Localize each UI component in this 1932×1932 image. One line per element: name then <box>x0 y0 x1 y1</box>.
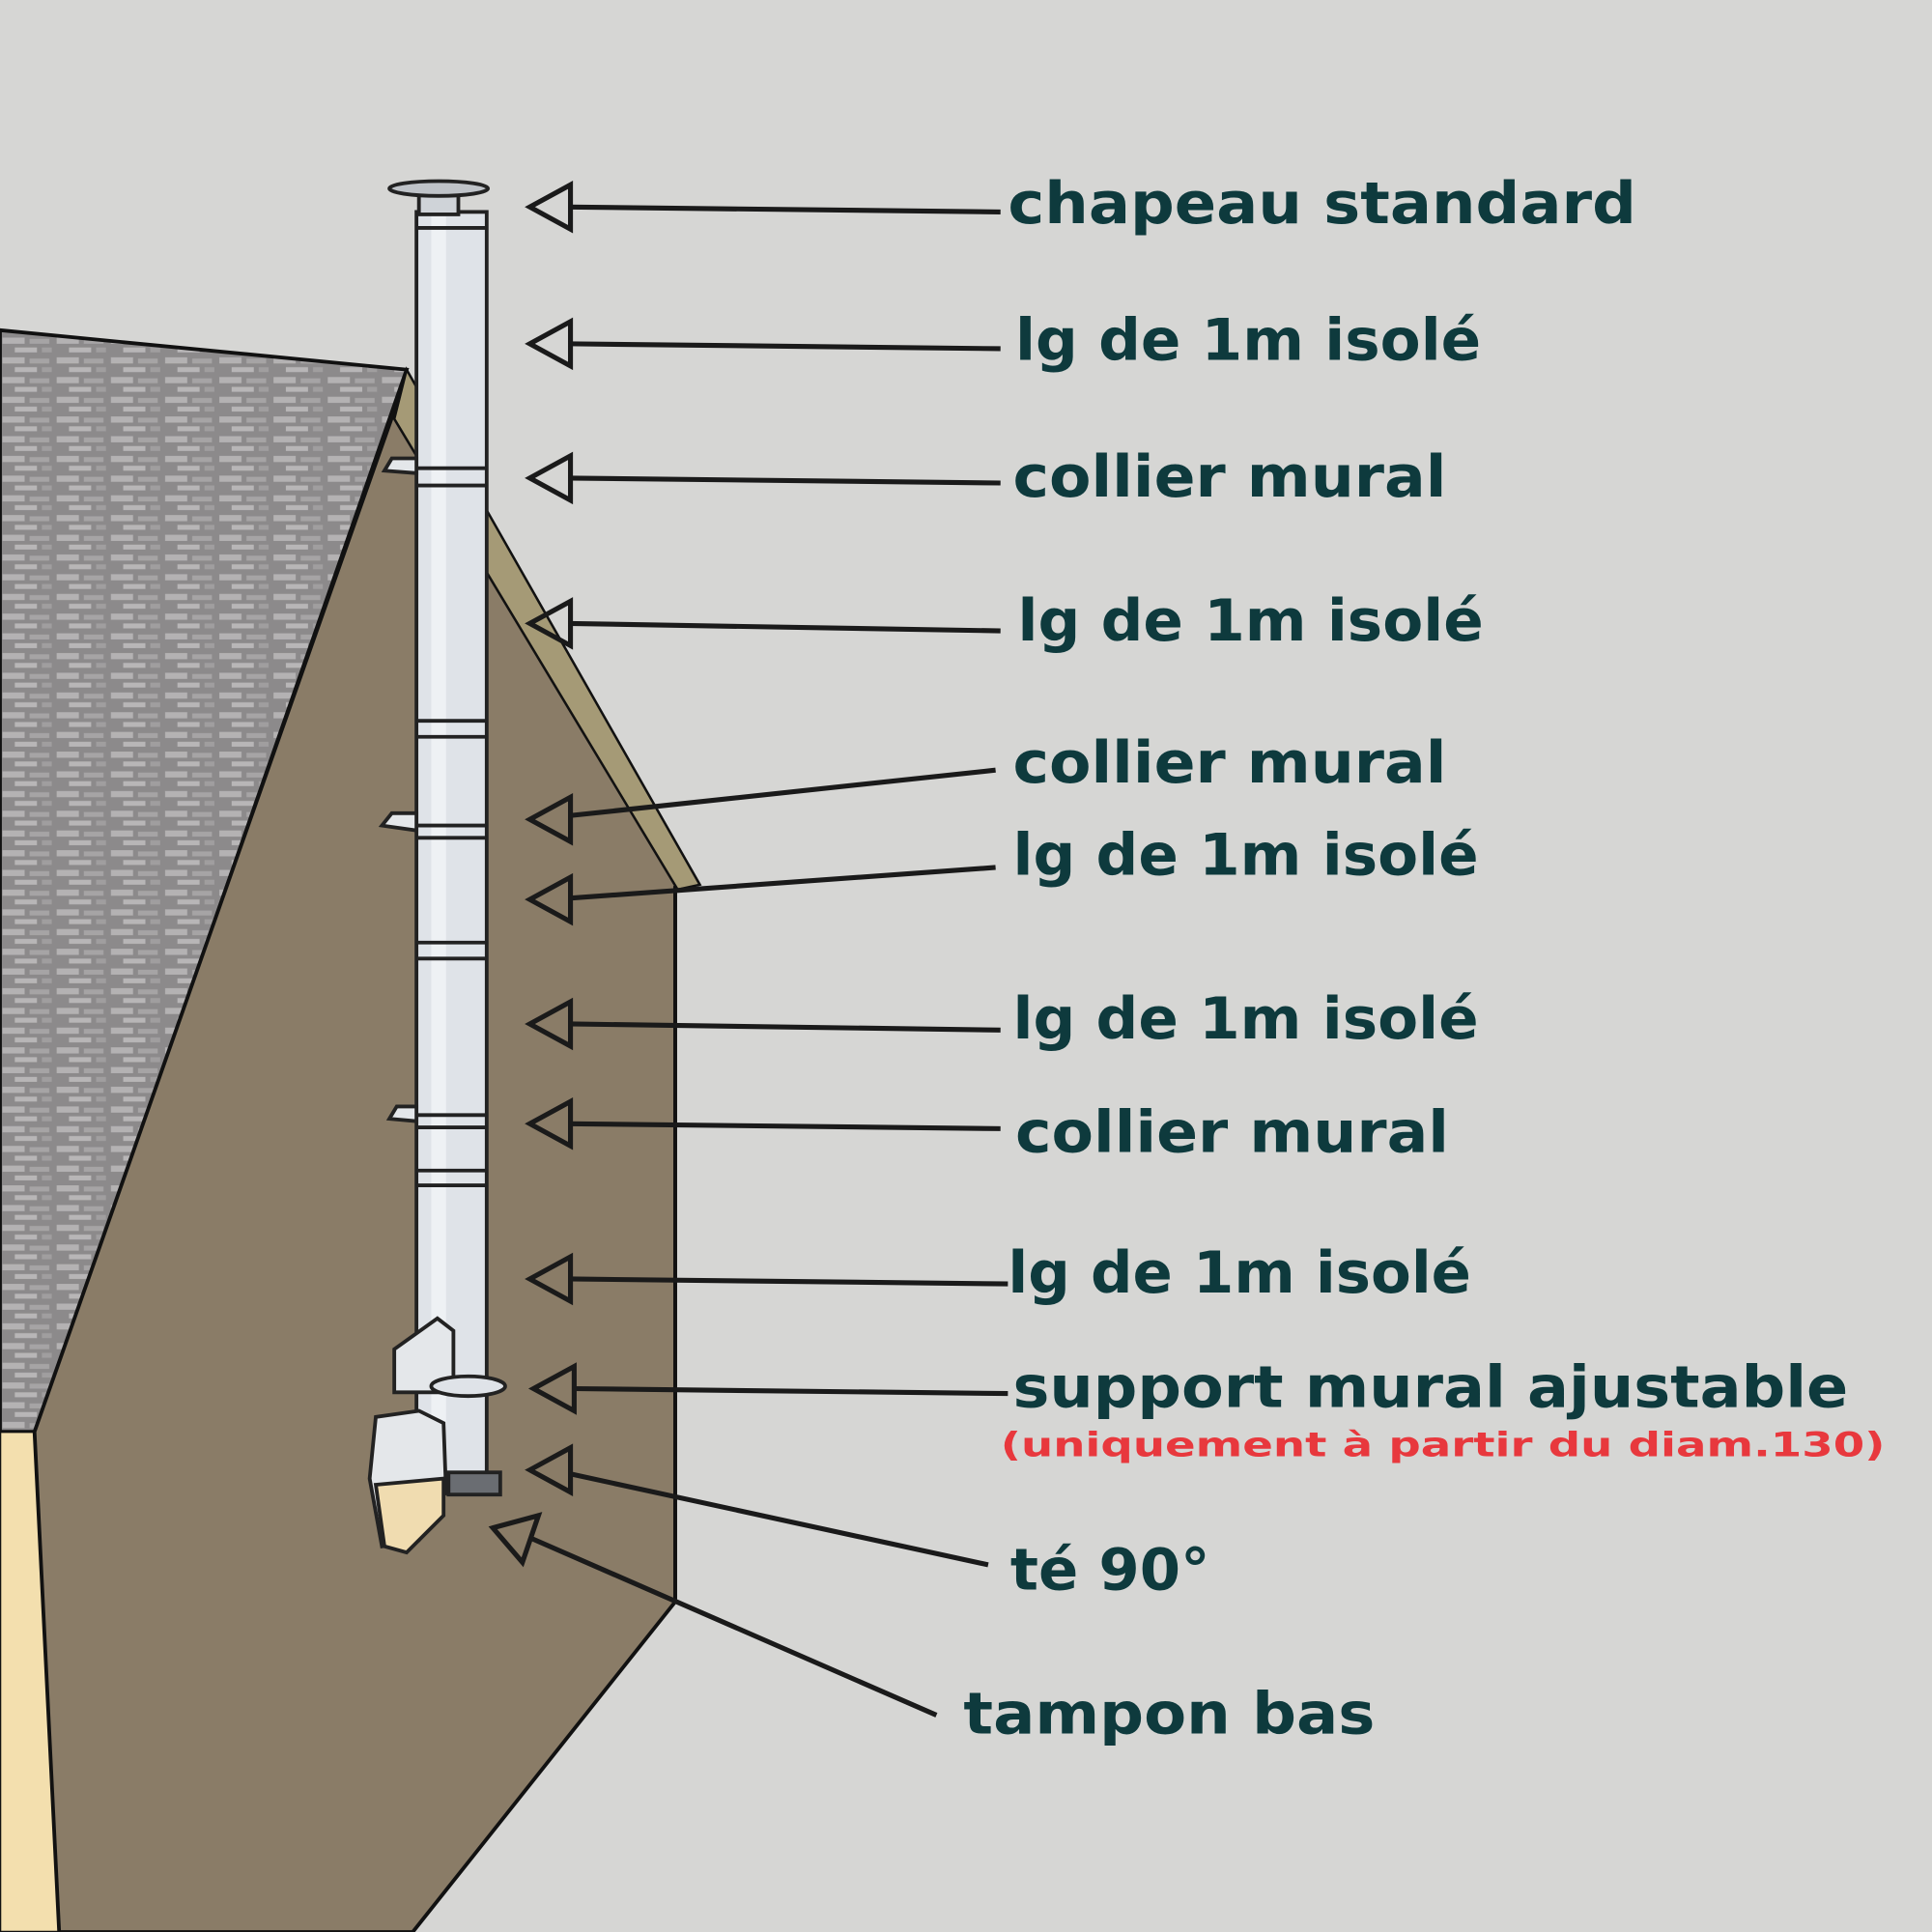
label-te-90: té 90° <box>1010 1536 1210 1604</box>
arrow-collier-1 <box>525 451 1001 505</box>
wall-support-and-tee <box>367 1316 507 1555</box>
label-support-mural-ajustable: support mural ajustable <box>1012 1354 1848 1422</box>
label-chapeau-standard: chapeau standard <box>1008 170 1636 238</box>
label-longueur-isolee: lg de 1m isolé <box>1018 587 1484 655</box>
arrow-tampon <box>488 1512 938 1718</box>
label-collier-mural: collier mural <box>1015 1099 1449 1167</box>
arrow-support <box>527 1362 1009 1415</box>
note-diameter-condition: (uniquement à partir du diam.130) <box>1001 1427 1886 1465</box>
label-collier-mural: collier mural <box>1012 729 1446 797</box>
arrow-collier-3 <box>525 1097 1001 1151</box>
callout-arrows <box>488 181 1009 1718</box>
arrow-chapeau <box>525 181 1001 234</box>
arrow-longueur-2 <box>525 597 1001 650</box>
arrow-te <box>525 1443 989 1568</box>
label-longueur-isolee: lg de 1m isolé <box>1012 822 1478 890</box>
label-tampon-bas: tampon bas <box>963 1681 1375 1748</box>
label-longueur-isolee: lg de 1m isolé <box>1015 306 1481 374</box>
label-longueur-isolee: lg de 1m isolé <box>1012 985 1478 1053</box>
arrow-longueur-4 <box>525 997 1001 1051</box>
wall-collar-brackets <box>378 456 419 1123</box>
chimney-pipe <box>387 179 491 1495</box>
side-wall <box>0 1430 61 1932</box>
arrow-longueur-3 <box>525 865 996 926</box>
arrow-longueur-1 <box>525 317 1001 371</box>
arrow-collier-2 <box>525 767 996 846</box>
arrow-longueur-5 <box>525 1252 1009 1306</box>
label-longueur-isolee: lg de 1m isolé <box>1008 1239 1471 1307</box>
label-collier-mural: collier mural <box>1012 443 1446 511</box>
